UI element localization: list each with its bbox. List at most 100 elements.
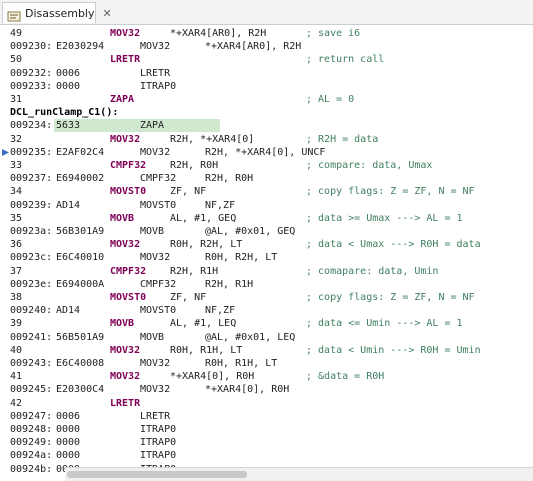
source-comment: ; copy flags: Z = ZF, N = NF (306, 186, 475, 198)
instruction-operands: R0H, R1H, LT (205, 358, 278, 369)
source-operands: R0H, R2H, LT (170, 239, 243, 251)
instruction-operands: *+XAR4[0], R0H (205, 384, 290, 396)
instruction-operands: @AL, #0x01, GEQ (205, 226, 296, 237)
instruction-address: 009243: (10, 358, 53, 369)
source-line-number: 39 (10, 318, 23, 330)
source-line-number: 31 (10, 94, 23, 105)
instruction-mnemonic: MOVST0 (140, 199, 177, 211)
instruction-mnemonic: ITRAP0 (140, 450, 177, 462)
source-mnemonic: MOVST0 (110, 186, 147, 198)
current-instruction-marker-icon (1, 142, 10, 156)
source-line-number: 32 (10, 133, 23, 145)
source-mnemonic: MOV32 (110, 371, 141, 383)
opcode-hex: 0000 (56, 424, 81, 435)
instruction-address: 009235: (10, 146, 53, 158)
source-mnemonic: LRETR (110, 397, 141, 409)
source-line-number: 35 (10, 212, 23, 224)
instruction-mnemonic: CMPF32 (140, 173, 177, 185)
source-operands: *+XAR4[AR0], R2H (170, 28, 267, 39)
instruction-address: 009232: (10, 67, 53, 79)
instruction-operands: R2H, R0H (205, 173, 254, 185)
source-line-number: 41 (10, 371, 23, 383)
instruction-address: 009247: (10, 410, 53, 422)
instruction-operands: NF,ZF (205, 199, 236, 211)
instruction-mnemonic: ITRAP0 (140, 437, 177, 449)
source-line-number: 40 (10, 344, 23, 356)
source-line[interactable]: 31 ZAPA ; AL = 0 (10, 93, 533, 106)
source-line-number: 36 (10, 239, 23, 251)
instruction-address: 009233: (10, 80, 53, 92)
disassembly-icon (7, 7, 21, 22)
tab-disassembly[interactable]: Disassembly ✕ (2, 2, 112, 23)
source-operands: AL, #1, GEQ (170, 212, 237, 224)
source-operands: R2H, R1H (170, 265, 219, 277)
source-mnemonic: MOV32 (110, 28, 141, 39)
instruction-mnemonic: MOV32 (140, 41, 171, 53)
source-comment: ; comapare: data, Umin (306, 265, 439, 277)
instruction-row[interactable]: 009243:E6C40008 MOV32 R0H, R1H, LT (10, 357, 533, 370)
instruction-address: 00923a: (10, 226, 53, 237)
source-line[interactable]: 49 MOV32 *+XAR4[AR0], R2H ; save i6 (10, 27, 533, 40)
scrollbar-thumb[interactable] (67, 471, 247, 478)
close-icon[interactable]: ✕ (102, 6, 112, 20)
instruction-mnemonic: MOVST0 (140, 305, 177, 317)
instruction-mnemonic: MOV32 (140, 358, 171, 369)
current-line-highlight (54, 119, 220, 133)
source-comment: ; data < Umax ---> R0H = data (306, 239, 481, 251)
instruction-address: 009241: (10, 331, 53, 343)
opcode-hex: 0006 (56, 410, 81, 422)
opcode-hex: E2AF02C4 (56, 146, 105, 158)
opcode-hex: E20300C4 (56, 384, 105, 396)
source-operands: R0H, R1H, LT (170, 344, 243, 356)
source-operands: R2H, *+XAR4[0] (170, 133, 255, 145)
source-comment: ; data >= Umax ---> AL = 1 (306, 212, 463, 224)
opcode-hex: E6C40008 (56, 358, 105, 369)
instruction-mnemonic: ZAPA (140, 120, 165, 132)
function-label[interactable]: DCL_runClamp_C1(): (10, 106, 533, 119)
instruction-address: 00923e: (10, 278, 53, 290)
source-mnemonic: CMPF32 (110, 160, 147, 171)
instruction-address: 009249: (10, 437, 53, 449)
horizontal-scrollbar[interactable] (65, 467, 533, 481)
source-mnemonic: MOVST0 (110, 292, 147, 303)
source-comment: ; save i6 (306, 28, 361, 39)
instruction-address: 009234: (10, 120, 53, 132)
opcode-hex: AD14 (56, 305, 81, 317)
instruction-operands: @AL, #0x01, LEQ (205, 331, 296, 343)
source-line-number: 49 (10, 28, 23, 39)
source-line-number: 50 (10, 54, 23, 66)
source-comment: ; AL = 0 (306, 94, 355, 105)
source-mnemonic: ZAPA (110, 94, 135, 105)
